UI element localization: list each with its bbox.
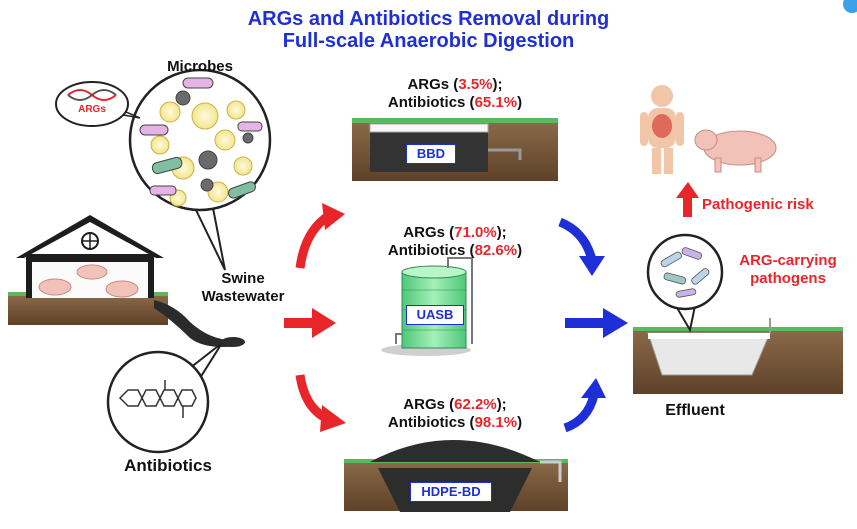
title-line-1: ARGs and Antibiotics Removal during [247, 8, 610, 30]
virus-particles [175, 90, 254, 192]
microbes-label: Microbes [167, 58, 233, 75]
swine-wastewater-label: Swine Wastewater [198, 270, 288, 306]
hdpe-bd-tag: HDPE-BD [410, 482, 492, 502]
diagram-title: ARGs and Antibiotics Removal during Full… [0, 8, 857, 52]
arg-carrying-pathogens-label: ARG-carrying pathogens [730, 252, 846, 288]
blue-arrow-down [558, 217, 605, 276]
title-line-2: Full-scale Anaerobic Digestion [282, 30, 575, 52]
uasb-args-value: 71.0% [454, 224, 497, 241]
antibiotics-label: Antibiotics [124, 456, 212, 475]
bbd-args-line: ARGs (3.5%); [407, 76, 503, 93]
blue-arrow-up [563, 378, 606, 433]
bbd-tag: BBD [406, 144, 456, 164]
wastewater-outflow [154, 300, 245, 347]
pig-icon [38, 264, 139, 298]
bbd-args-value: 3.5% [458, 76, 493, 93]
bbd-reactor [352, 118, 558, 181]
bbd-antibiotics-line: Antibiotics (65.1%) [387, 94, 523, 111]
effluent-label: Effluent [665, 402, 725, 419]
blue-arrow-right [565, 308, 628, 338]
human-body-icon [640, 85, 684, 174]
args-bubble-label: ARGs [78, 104, 106, 115]
pathogens-bubble [646, 233, 724, 333]
hdpe-antibiotics-line: Antibiotics (98.1%) [387, 414, 523, 431]
pig-barn [8, 215, 168, 325]
swine-label-line-2: Wastewater [201, 288, 285, 305]
arg-carrying-line-2: pathogens [750, 270, 826, 287]
pathogen-cells [660, 247, 710, 298]
corner-mark [843, 0, 857, 13]
effluent-pond [633, 318, 843, 394]
hdpe-bd-reactor [344, 440, 568, 512]
microbes-bubble [128, 68, 272, 271]
hdpe-antibiotics-value: 98.1% [474, 414, 518, 431]
pig-icon-risk [694, 129, 777, 173]
uasb-antibiotics-line: Antibiotics (82.6%) [387, 242, 523, 259]
microbe-cells [150, 100, 253, 207]
uasb-args-line: ARGs (71.0%); [403, 224, 507, 241]
arg-carrying-line-1: ARG-carrying [739, 252, 837, 269]
hdpe-args-line: ARGs (62.2%); [403, 396, 507, 413]
red-arrow-pathogenic [676, 182, 699, 217]
tetracycline-structure [118, 380, 197, 418]
rod-bacteria [139, 77, 263, 199]
pathogenic-risk-label: Pathogenic risk [702, 196, 814, 213]
swine-label-line-1: Swine [221, 270, 265, 287]
hdpe-bd-removal-stats: ARGs (62.2%); Antibiotics (98.1%) [340, 396, 570, 432]
red-arrow-down [295, 374, 346, 432]
red-arrow-right [284, 308, 336, 338]
hdpe-args-value: 62.2% [454, 396, 497, 413]
bbd-removal-stats: ARGs (3.5%); Antibiotics (65.1%) [340, 76, 570, 112]
bbd-antibiotics-value: 65.1% [474, 94, 518, 111]
uasb-tag: UASB [406, 305, 464, 325]
uasb-removal-stats: ARGs (71.0%); Antibiotics (82.6%) [340, 224, 570, 260]
args-dna-bubble [55, 81, 141, 127]
antibiotics-bubble [106, 342, 223, 454]
uasb-antibiotics-value: 82.6% [474, 242, 518, 259]
red-arrow-up [295, 203, 345, 269]
